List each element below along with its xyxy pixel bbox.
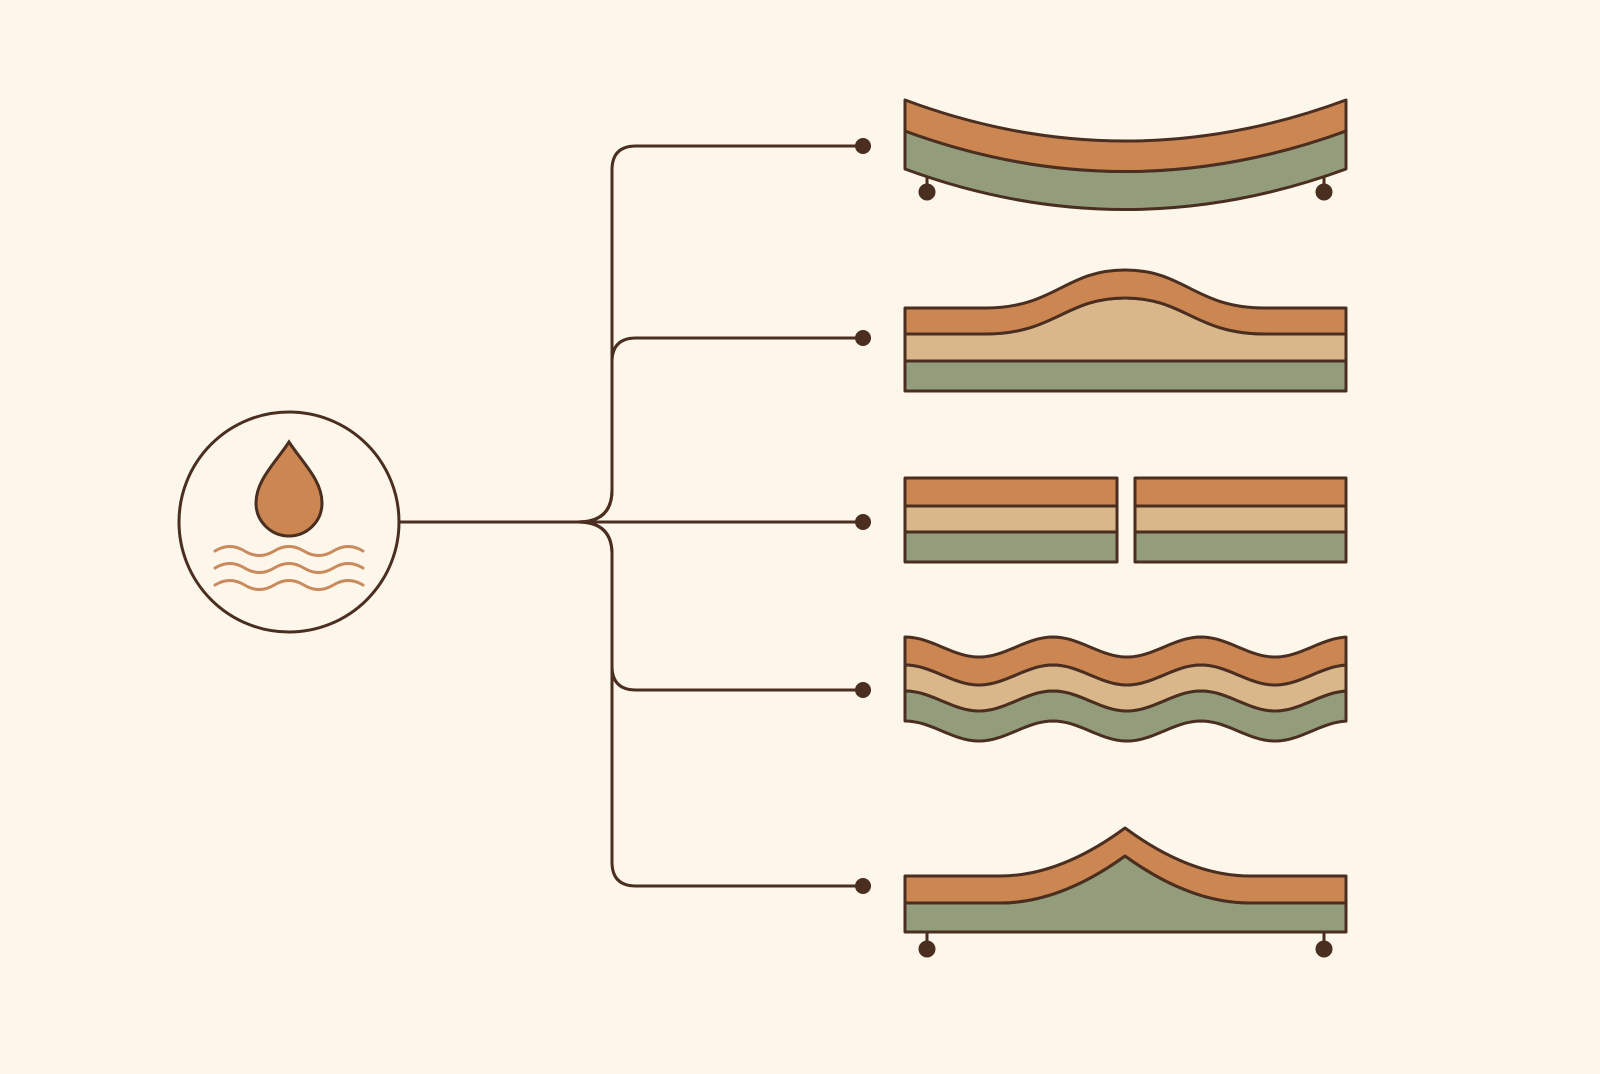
water-drop-over-waves-icon <box>177 410 401 634</box>
wave-line <box>213 545 365 557</box>
panel-right-middle-layer <box>1133 504 1348 534</box>
support-foot <box>918 940 936 958</box>
split-three-layer-panel-icon <box>903 476 1348 564</box>
panel-top-layer <box>903 826 1348 905</box>
panel-bottom-layer <box>903 359 1348 393</box>
panel-top-layer <box>903 268 1348 336</box>
panel-left-bottom-layer <box>903 530 1119 564</box>
endpoint-dot <box>855 878 871 894</box>
peaked-two-layer-panel-icon <box>903 826 1348 958</box>
blistered-three-layer-panel-icon <box>903 268 1348 393</box>
support-foot <box>1315 940 1333 958</box>
panel-right-bottom-layer <box>1133 530 1348 564</box>
branch-connectors <box>400 144 860 888</box>
panel-top-layer <box>903 98 1348 173</box>
connector-endpoints <box>855 138 871 894</box>
waves-icon <box>213 545 365 591</box>
support-foot <box>1315 183 1333 201</box>
endpoint-dot <box>855 138 871 154</box>
endpoint-dot <box>855 682 871 698</box>
connector-branch-2 <box>577 336 860 524</box>
endpoint-dot <box>855 330 871 346</box>
panel-left-top-layer <box>903 476 1119 508</box>
sagging-two-layer-panel-icon <box>903 98 1348 211</box>
wave-line <box>213 579 365 591</box>
endpoint-dot <box>855 514 871 530</box>
connector-branch-5 <box>577 520 860 888</box>
water-drop-icon <box>254 439 324 538</box>
panel-left-middle-layer <box>903 504 1119 534</box>
panel-right-top-layer <box>1133 476 1348 508</box>
wave-line <box>213 562 365 574</box>
warped-three-layer-panel-icon <box>903 635 1348 743</box>
panel-bottom-layer <box>903 689 1348 743</box>
support-foot <box>918 183 936 201</box>
